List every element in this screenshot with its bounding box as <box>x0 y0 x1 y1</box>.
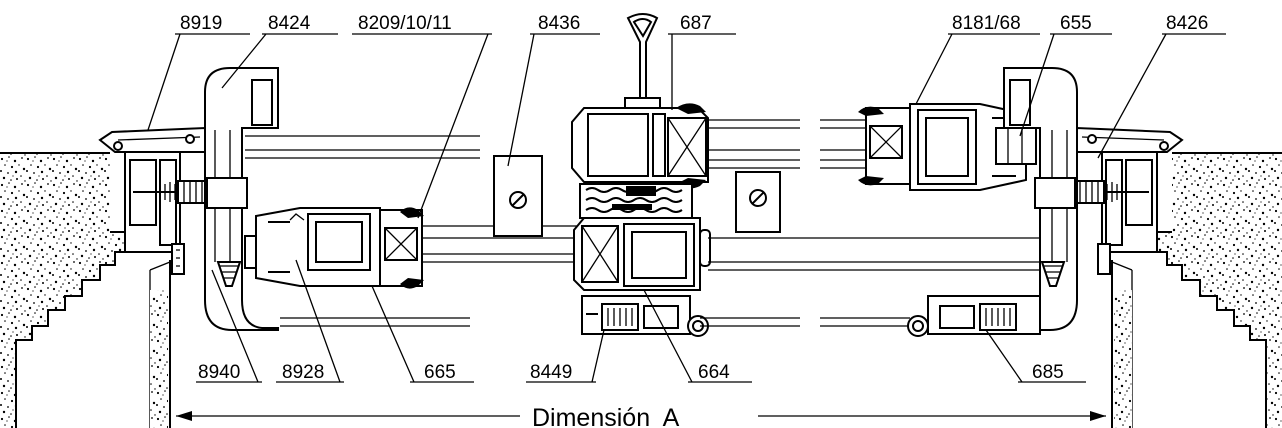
right-wall <box>1111 152 1282 428</box>
label-655: 655 <box>1060 13 1092 34</box>
leader-lines <box>147 33 1226 383</box>
label-8209: 8209/10/11 <box>358 13 452 34</box>
label-685: 685 <box>1032 362 1064 383</box>
right-sash <box>858 103 1037 191</box>
label-8928: 8928 <box>282 362 324 383</box>
right-rails <box>700 119 1040 327</box>
left-sash <box>244 207 424 289</box>
label-8424: 8424 <box>268 13 311 34</box>
label-8426: 8426 <box>1166 13 1208 34</box>
label-8449: 8449 <box>530 362 572 383</box>
dimension-line <box>176 411 1106 421</box>
part-labels: 8919 8424 8209/10/11 8436 687 8181/68 65… <box>180 13 1208 428</box>
label-664: 664 <box>698 362 730 383</box>
dimension-label: Dimensión A <box>532 404 680 428</box>
right-frame-assembly <box>907 67 1184 337</box>
label-8919: 8919 <box>180 13 222 34</box>
left-wall <box>0 152 171 428</box>
center-assembly <box>493 13 711 337</box>
label-687: 687 <box>680 13 712 34</box>
label-8181: 8181/68 <box>952 13 1021 34</box>
label-8940: 8940 <box>198 362 240 383</box>
center-right-bracket <box>735 171 781 233</box>
left-frame-assembly <box>98 67 279 331</box>
label-8436: 8436 <box>538 13 580 34</box>
label-665: 665 <box>424 362 456 383</box>
